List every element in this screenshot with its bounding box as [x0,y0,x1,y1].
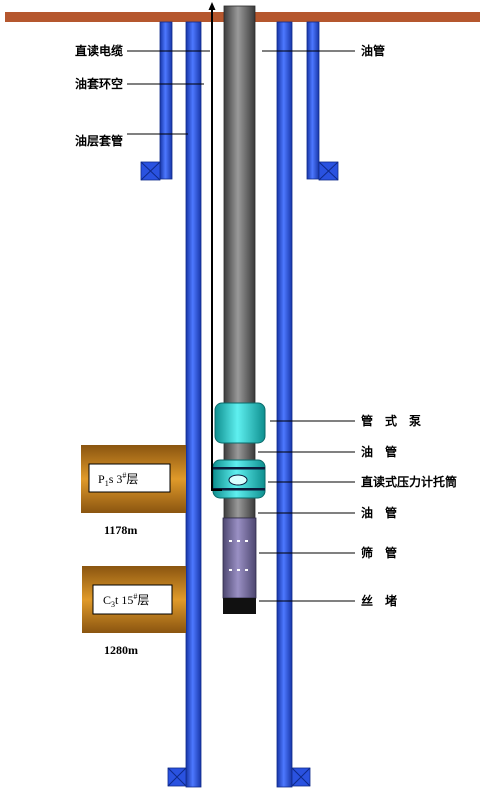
pressure-gauge-holder [212,459,266,499]
formation-label-upper: P1s 3#层 [98,471,138,488]
bull-plug [223,598,256,614]
formation-zone-upper: P1s 3#层 [81,445,186,513]
casing-shoe-right [291,767,311,787]
label-pump: 管 式 泵 [361,413,421,428]
tubing-pump [214,402,266,444]
conductor-shoe-left [140,161,161,181]
conductor-casing-right [306,21,320,180]
label-gauge-holder: 直读式压力计托筒 [361,474,457,489]
production-casing-left [185,21,202,788]
production-casing-right [276,21,293,788]
casing-shoe-left [167,767,187,787]
label-tubing-top: 油管 [361,43,385,58]
formation-label-lower: C3t 15#层 [103,592,149,609]
label-tubing-low: 油 管 [361,505,397,520]
tubing-below-gauge [223,495,256,519]
label-annulus: 油套环空 [75,76,123,91]
depth-label-lower: 1280m [104,643,138,657]
gauge-window [228,474,248,486]
leader-lines [127,50,355,602]
label-cable: 直读电缆 [75,43,123,58]
direct-reading-cable [211,8,222,491]
label-casing: 油层套管 [75,133,123,148]
depth-label-upper: 1178m [104,523,137,537]
label-screen: 筛 管 [361,545,397,560]
conductor-casing-left [159,21,173,180]
formation-zone-lower: C3t 15#层 [82,566,186,633]
cable-arrow-head [208,2,216,10]
screen-pipe [222,517,257,599]
formation-label-box-lower [92,584,173,615]
label-tubing-mid: 油 管 [361,444,397,459]
label-plug: 丝 堵 [361,593,397,608]
tubing-upper [223,5,256,407]
conductor-shoe-right [318,161,339,181]
formation-label-box-upper [88,463,171,493]
